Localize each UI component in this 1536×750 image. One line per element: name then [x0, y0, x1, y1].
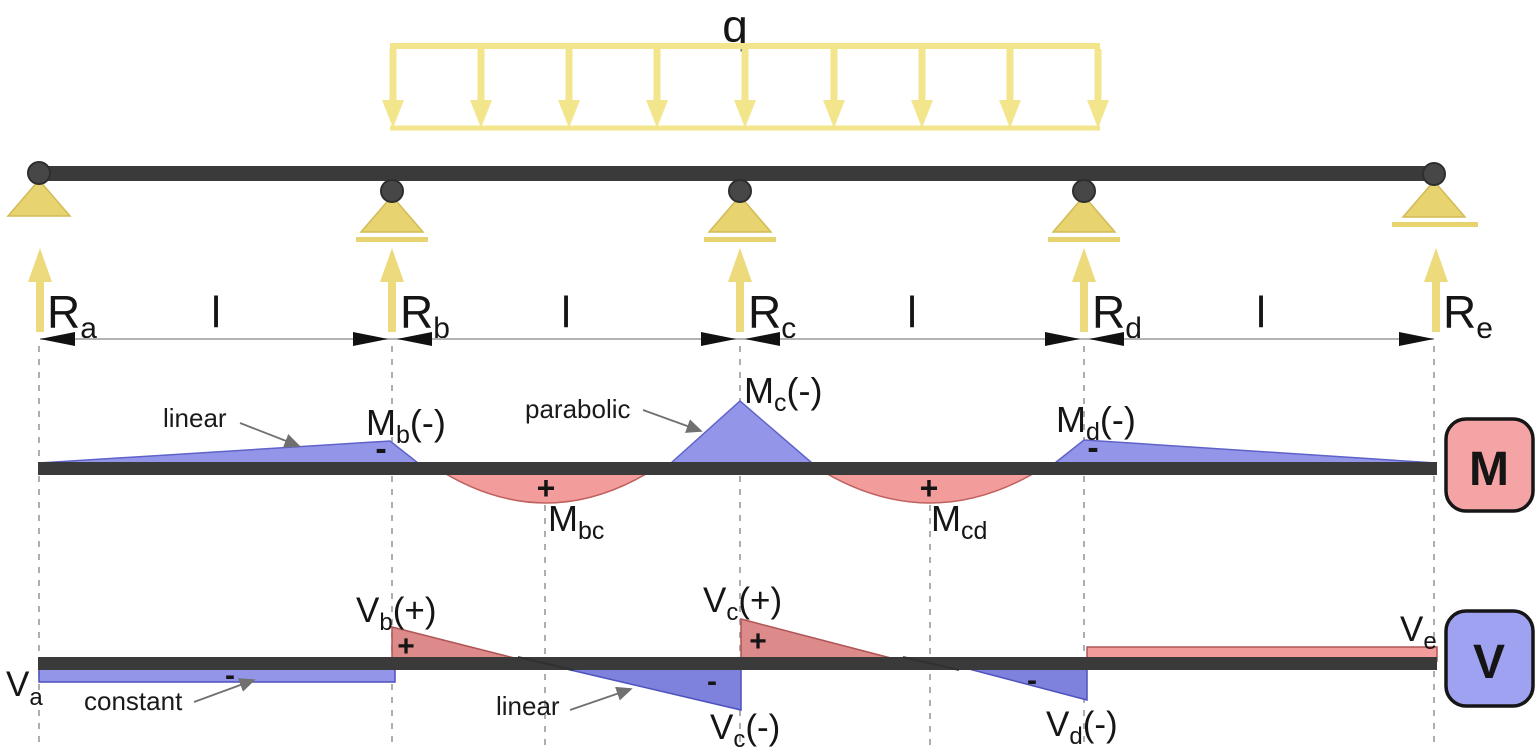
- annotation-arrow: [193, 678, 256, 703]
- shear-label-vc-pos: Vc(+): [703, 581, 782, 626]
- annotation-linear-shear: linear: [496, 691, 560, 721]
- shear-label-ve: Ve: [1400, 610, 1437, 655]
- span-length-label-4: l: [1256, 288, 1266, 337]
- moment-diagram: linear Mb(-) - parabolic Mc(-) + Mbc + M…: [38, 370, 1535, 545]
- pin-circle-a: [27, 161, 51, 185]
- load-arrow: [911, 49, 933, 128]
- dim-arrowhead: [745, 332, 780, 346]
- shear-sign-c: +: [749, 625, 767, 658]
- moment-label-mcd: Mcd: [931, 498, 987, 545]
- support-triangle-b: [359, 194, 425, 233]
- dim-arrowhead: [1045, 332, 1080, 346]
- moment-region-de-negative: [1052, 439, 1437, 464]
- dimension-line: l l l l: [40, 288, 1434, 346]
- annotation-arrow: [569, 686, 633, 711]
- load-arrow: [999, 49, 1021, 128]
- dim-arrowhead: [701, 332, 736, 346]
- shear-label-va: Va: [6, 665, 43, 711]
- support-e: [1392, 162, 1478, 227]
- support-d: [1048, 179, 1120, 242]
- moment-baseline-bar: [38, 462, 1437, 475]
- load-arrow: [734, 49, 756, 128]
- shear-badge: [1444, 609, 1535, 708]
- reactions: Ra Rb Rc Rd Re: [28, 248, 1493, 345]
- load-arrow: [1087, 49, 1109, 128]
- pin-circle-c: [728, 179, 752, 203]
- annotation-arrow: [642, 409, 703, 433]
- moment-sign-mb: -: [375, 430, 386, 468]
- load-arrow: [823, 49, 845, 128]
- moment-region-ab-negative: [38, 440, 421, 464]
- dim-arrowhead: [397, 332, 432, 346]
- reaction-label-b: Rb: [400, 286, 450, 345]
- pin-circle-b: [380, 179, 404, 203]
- moment-region-bc-positive: [430, 465, 662, 504]
- shear-baseline-bar: [38, 657, 1437, 670]
- moment-label-md: Md(-): [1056, 399, 1136, 446]
- span-length-label-2: l: [561, 288, 571, 337]
- reaction-arrow-c: [728, 248, 752, 332]
- support-a: [6, 161, 72, 217]
- shear-diagram: Va - constant Vb(+) + linear - Vc(-) Vc(…: [6, 581, 1535, 750]
- moment-sign-mbc: +: [537, 470, 556, 506]
- dim-arrowhead: [1399, 332, 1434, 346]
- pin-circle-e: [1422, 162, 1446, 186]
- dim-arrowhead: [40, 332, 75, 346]
- reaction-label-c: Rc: [748, 286, 796, 345]
- load-arrow: [646, 49, 668, 128]
- distributed-load: q: [382, 0, 1109, 128]
- moment-sign-mcd: +: [920, 470, 939, 506]
- support-b: [356, 179, 428, 242]
- reaction-label-d: Rd: [1092, 286, 1142, 345]
- support-triangle-e: [1401, 179, 1467, 218]
- support-triangle-a: [6, 178, 72, 217]
- reaction-arrow-b: [380, 248, 404, 332]
- reaction-label-e: Re: [1443, 286, 1493, 345]
- moment-label-mb: Mb(-): [366, 402, 446, 449]
- support-triangle-d: [1051, 194, 1117, 233]
- moment-region-cd-positive: [811, 465, 1049, 504]
- shear-zero-crossing-cd: [902, 656, 960, 671]
- dim-arrowhead: [1089, 332, 1124, 346]
- shear-label-vd: Vd(-): [1046, 705, 1118, 750]
- load-arrow: [382, 49, 404, 128]
- moment-label-mc: Mc(-): [744, 370, 822, 417]
- annotation-linear-moment: linear: [163, 403, 227, 433]
- reaction-label-a: Ra: [47, 286, 97, 345]
- pin-circle-d: [1072, 179, 1096, 203]
- dim-arrowhead: [353, 332, 388, 346]
- reaction-arrow-d: [1072, 248, 1096, 332]
- roller-base-c: [704, 237, 776, 242]
- moment-label-mbc: Mbc: [548, 498, 604, 545]
- moment-badge: [1444, 417, 1535, 513]
- shear-zero-crossing-bc: [517, 656, 574, 671]
- support-triangle-c: [707, 194, 773, 233]
- load-arrow: [470, 49, 492, 128]
- roller-base-b: [356, 237, 428, 242]
- shear-label-vc-neg: Vc(-): [710, 708, 780, 750]
- annotation-constant: constant: [84, 686, 183, 716]
- shear-sign-b: +: [397, 630, 415, 663]
- roller-base-e: [1392, 222, 1478, 227]
- moment-badge-letter: M: [1469, 443, 1509, 496]
- annotation-arrow: [239, 422, 301, 448]
- shear-label-vb: Vb(+): [356, 591, 436, 636]
- span-length-label-1: l: [211, 288, 221, 337]
- shear-badge-letter: V: [1473, 636, 1505, 689]
- span-length-label-3: l: [907, 288, 917, 337]
- load-arrow: [558, 49, 580, 128]
- shear-sign-ab: -: [225, 659, 235, 692]
- annotation-parabolic: parabolic: [525, 394, 631, 424]
- support-c: [704, 179, 776, 242]
- roller-base-d: [1048, 237, 1120, 242]
- moment-sign-md: -: [1087, 429, 1098, 467]
- shear-sign-cd: -: [1027, 664, 1037, 697]
- reaction-arrow-e: [1424, 248, 1448, 332]
- reaction-arrow-a: [28, 248, 52, 332]
- shear-sign-bc: -: [707, 665, 717, 698]
- beam-bar: [38, 166, 1435, 181]
